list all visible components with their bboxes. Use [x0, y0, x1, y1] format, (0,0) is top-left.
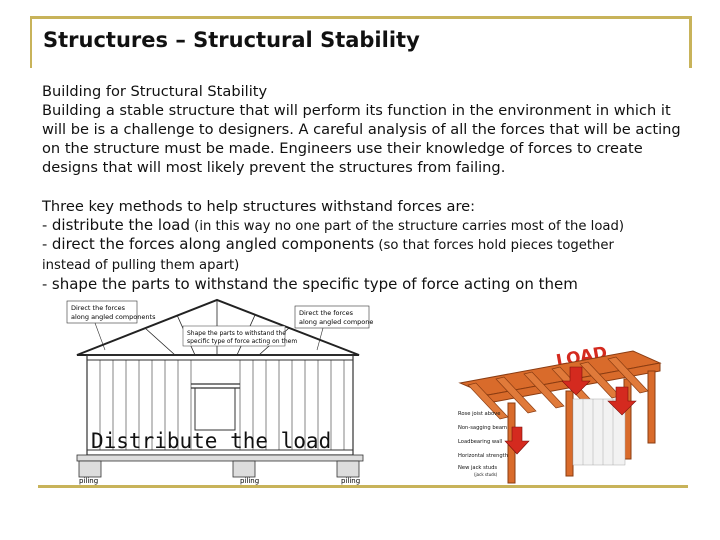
- method-item: - distribute the load (in this way no on…: [42, 216, 625, 234]
- piling-label: piling: [341, 477, 360, 485]
- svg-text:Direct the forces: Direct the forces: [299, 309, 354, 317]
- svg-text:specific type of force acting: specific type of force acting on them: [187, 338, 297, 345]
- pergola-callouts: Rose joist above Non-sagging beam Loadbe…: [458, 411, 508, 477]
- slide-title: Structures – Structural Stability: [43, 28, 420, 52]
- svg-text:Non-sagging beam: Non-sagging beam: [458, 425, 507, 431]
- svg-text:Shape the parts to withstand t: Shape the parts to withstand the: [187, 330, 286, 337]
- method-item: - direct the forces along angled compone…: [42, 235, 614, 253]
- method-item: - shape the parts to withstand the speci…: [42, 275, 578, 293]
- paragraph-line: on the structure must be made. Engineers…: [42, 140, 643, 157]
- frame-bottom-rule: [38, 485, 688, 488]
- paragraph-line: will be is a challenge to designers. A c…: [42, 121, 681, 138]
- svg-text:Loadbearing wall: Loadbearing wall: [458, 439, 502, 445]
- frame-right-rule: [689, 16, 692, 68]
- paragraph-line: designs that will most likely prevent th…: [42, 159, 506, 176]
- svg-text:Rose joist above: Rose joist above: [458, 411, 500, 417]
- callout-right: Direct the forces along angled component…: [294, 305, 373, 351]
- frame-left-rule: [30, 16, 32, 68]
- svg-text:Direct the forces: Direct the forces: [71, 304, 126, 312]
- svg-text:along angled components: along angled components: [299, 318, 373, 326]
- svg-text:(jack studs): (jack studs): [474, 472, 498, 477]
- load-arrows: [504, 366, 637, 455]
- frame-top-rule: [30, 16, 692, 19]
- pergola-load-figure: LOAD Rose joist above Non-sagging beam L…: [458, 343, 662, 484]
- foundation: [76, 454, 364, 478]
- distribute-load-label: Distribute the load: [91, 429, 331, 453]
- svg-text:New jack studs: New jack studs: [458, 465, 497, 471]
- callout-center: Shape the parts to withstand the specifi…: [182, 325, 297, 347]
- house-frame-figure: Direct the forces along angled component…: [66, 298, 373, 485]
- method-note-cont: instead of pulling them apart): [42, 258, 240, 273]
- methods-intro: Three key methods to help structures wit…: [42, 198, 476, 215]
- wall-panel: [572, 398, 626, 466]
- callout-left: Direct the forces along angled component…: [66, 300, 156, 351]
- section-heading: Building for Structural Stability: [42, 83, 268, 100]
- wall-framing: [86, 354, 354, 456]
- piling-label: piling: [79, 477, 98, 485]
- piling-label: piling: [240, 477, 259, 485]
- svg-text:along angled components: along angled components: [71, 313, 156, 321]
- paragraph-line: Building a stable structure that will pe…: [42, 102, 671, 119]
- svg-text:Horizontal strength: Horizontal strength: [458, 453, 508, 459]
